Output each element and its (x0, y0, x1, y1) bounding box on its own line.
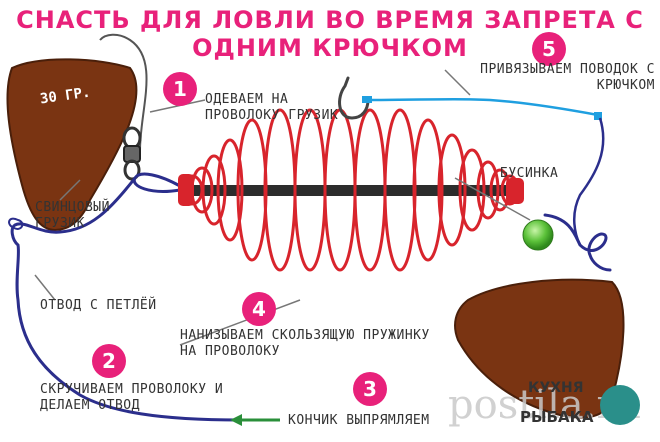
title-line-2: одним крючком (192, 34, 468, 62)
step-2-badge: 2 (92, 344, 126, 378)
step-2-text: Скручиваем проволоку и делаем отвод (40, 382, 224, 413)
spring-end-left (178, 174, 194, 206)
title-line-1: Снасть для ловли во время запрета с (16, 6, 644, 34)
bead-label: Бусинка (500, 166, 559, 181)
step-3-text: Кончик выпрямляем (288, 413, 430, 428)
fish-logo-icon (600, 385, 640, 425)
swivel (122, 126, 142, 181)
blue-wire (10, 172, 242, 422)
hook (338, 76, 370, 120)
step-1-text: Одеваем на проволоку грузик (205, 92, 339, 123)
leader-knot-left (362, 96, 372, 103)
step-4-badge: 4 (242, 292, 276, 326)
spring-end-right (506, 178, 524, 204)
steel-wire-top (99, 33, 148, 151)
leader-line (367, 97, 599, 117)
logo-line-2: Рыбака (520, 408, 594, 426)
leader-knot-right (594, 112, 602, 120)
bead (522, 219, 554, 251)
leader-line-down (573, 117, 605, 246)
step-5-text: Привязываем поводок с крючком (480, 62, 655, 93)
blue-wire-loop (8, 217, 24, 230)
step-4-text: Нанизываем скользящую пружинку на провол… (180, 328, 430, 359)
step-3-badge: 3 (353, 372, 387, 406)
left-lead-weight (6, 58, 138, 232)
lead-weight-label: Свинцовый грузик (35, 200, 110, 231)
arrow-head (230, 414, 242, 426)
loop-branch-label: Отвод с петлёй (40, 298, 157, 313)
step-5-badge: 5 (532, 32, 566, 66)
logo-line-1: Кухня (528, 380, 584, 396)
step-1-badge: 1 (163, 72, 197, 106)
pointer-lines (34, 69, 531, 346)
